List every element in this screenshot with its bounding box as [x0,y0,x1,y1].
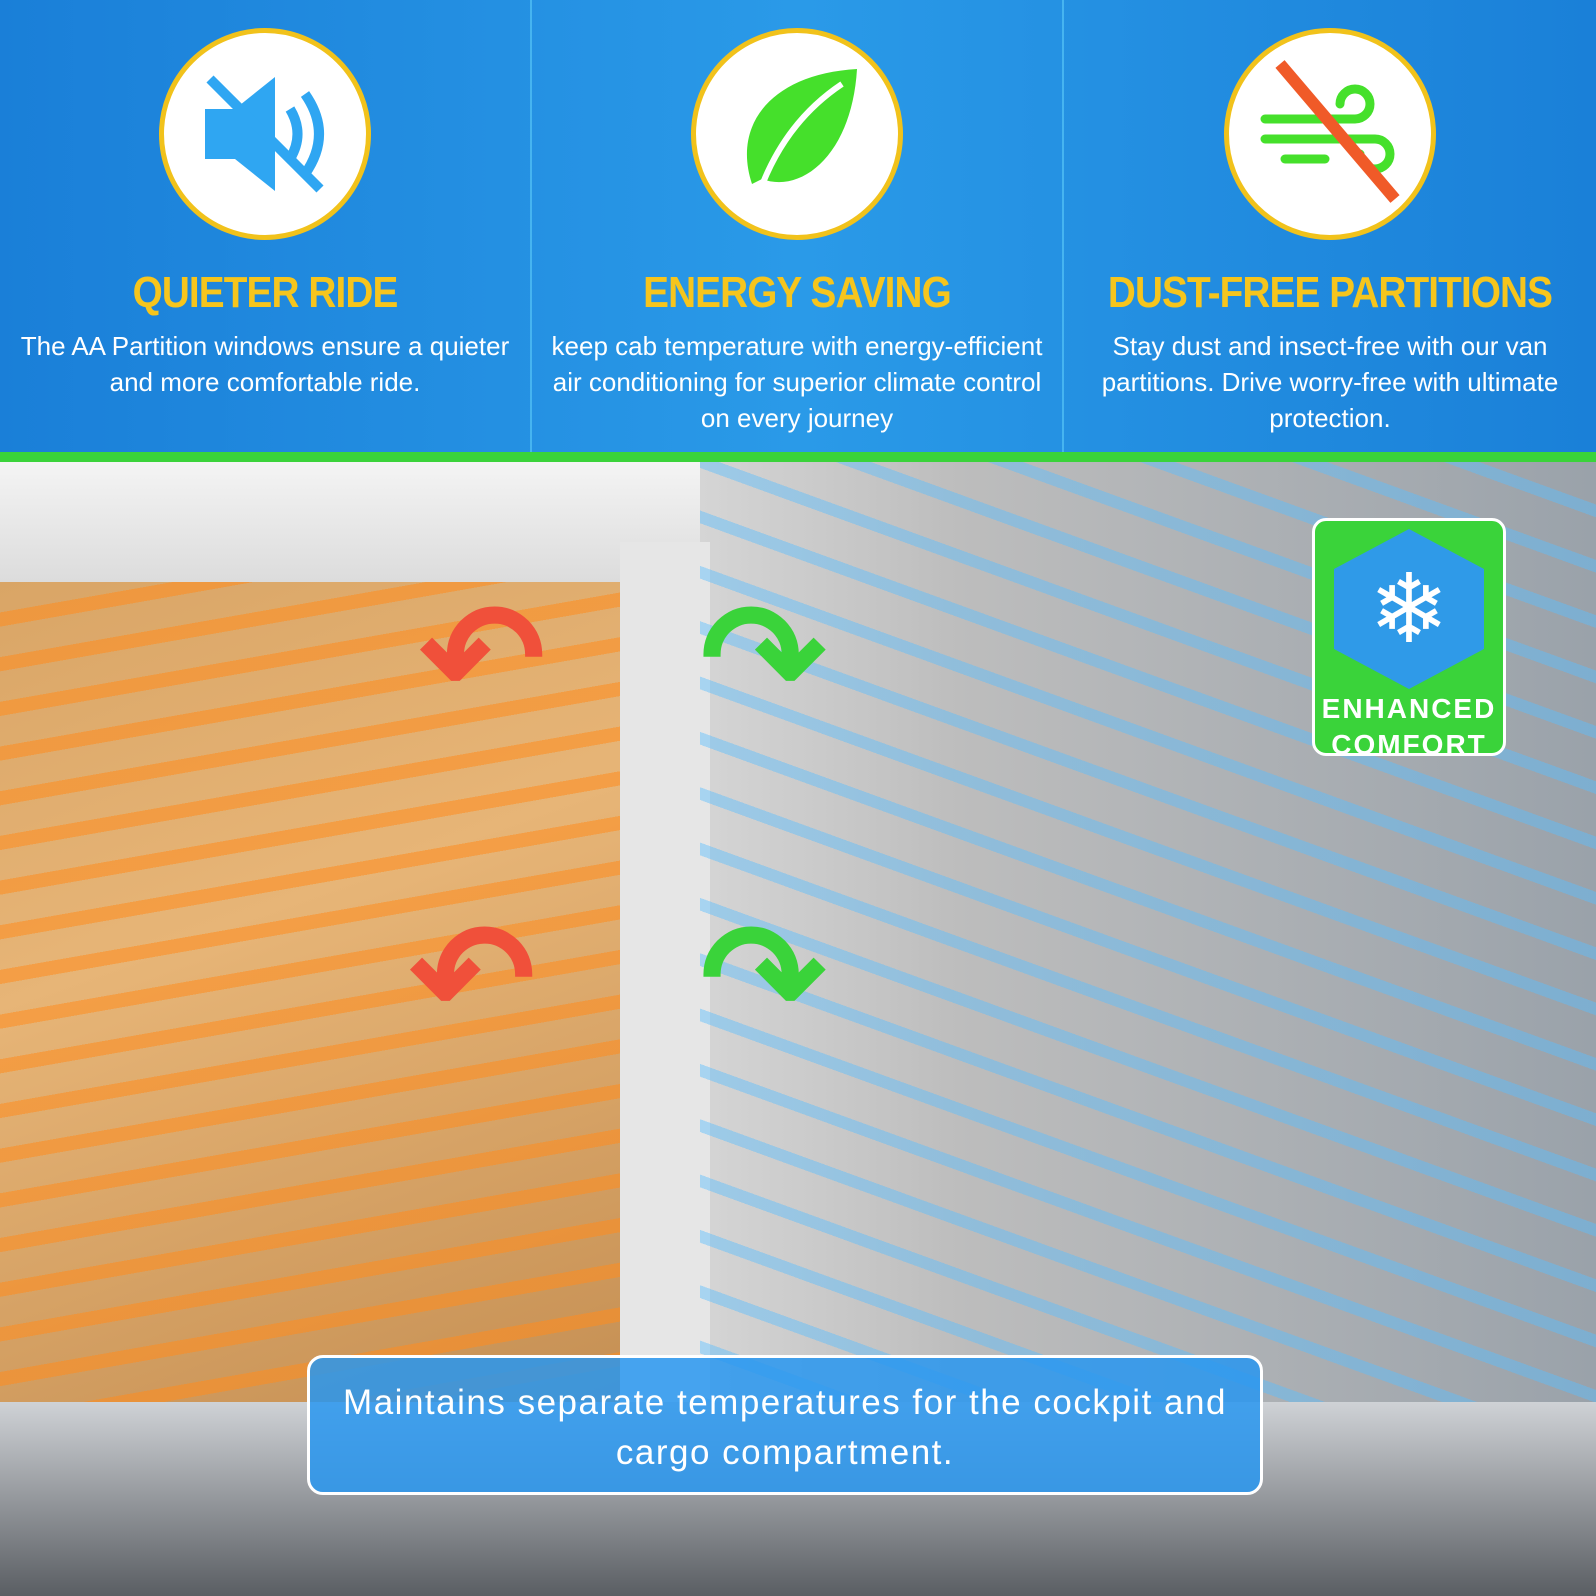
no-dust-wind-icon [1224,28,1436,240]
feature-title: DUST-FREE PARTITIONS [1107,268,1553,317]
warm-air-flow [0,582,640,1412]
badge-line1: ENHANCED [1321,693,1497,724]
caption-box: Maintains separate temperatures for the … [307,1355,1263,1495]
green-return-arrow-icon: ↷ [700,573,826,741]
green-return-arrow-icon: ↷ [700,893,826,1061]
feature-description: Stay dust and insect-free with our van p… [1101,331,1559,433]
badge-line2: COMFORT [1331,729,1487,760]
feature-energy-saving: ENERGY SAVING keep cab temperature with … [532,0,1064,452]
divider [0,452,1596,462]
feature-title: ENERGY SAVING [643,268,952,317]
van-roof [0,462,700,582]
feature-title: QUIETER RIDE [132,268,399,317]
red-return-arrow-icon: ↶ [410,893,536,1061]
feature-dust-free: DUST-FREE PARTITIONS Stay dust and insec… [1064,0,1596,452]
features-banner: QUIETER RIDE The AA Partition windows en… [0,0,1596,452]
feature-description: The AA Partition windows ensure a quiete… [20,331,510,397]
snowflake-icon: ❄ [1334,529,1484,689]
enhanced-comfort-badge: ❄ ENHANCED COMFORT [1312,518,1506,760]
partition-wall [620,542,710,1442]
feature-quieter-ride: QUIETER RIDE The AA Partition windows en… [0,0,532,452]
red-return-arrow-icon: ↶ [420,573,546,741]
feature-description: keep cab temperature with energy-efficie… [551,331,1043,433]
muted-speaker-icon [159,28,371,240]
leaf-icon [691,28,903,240]
